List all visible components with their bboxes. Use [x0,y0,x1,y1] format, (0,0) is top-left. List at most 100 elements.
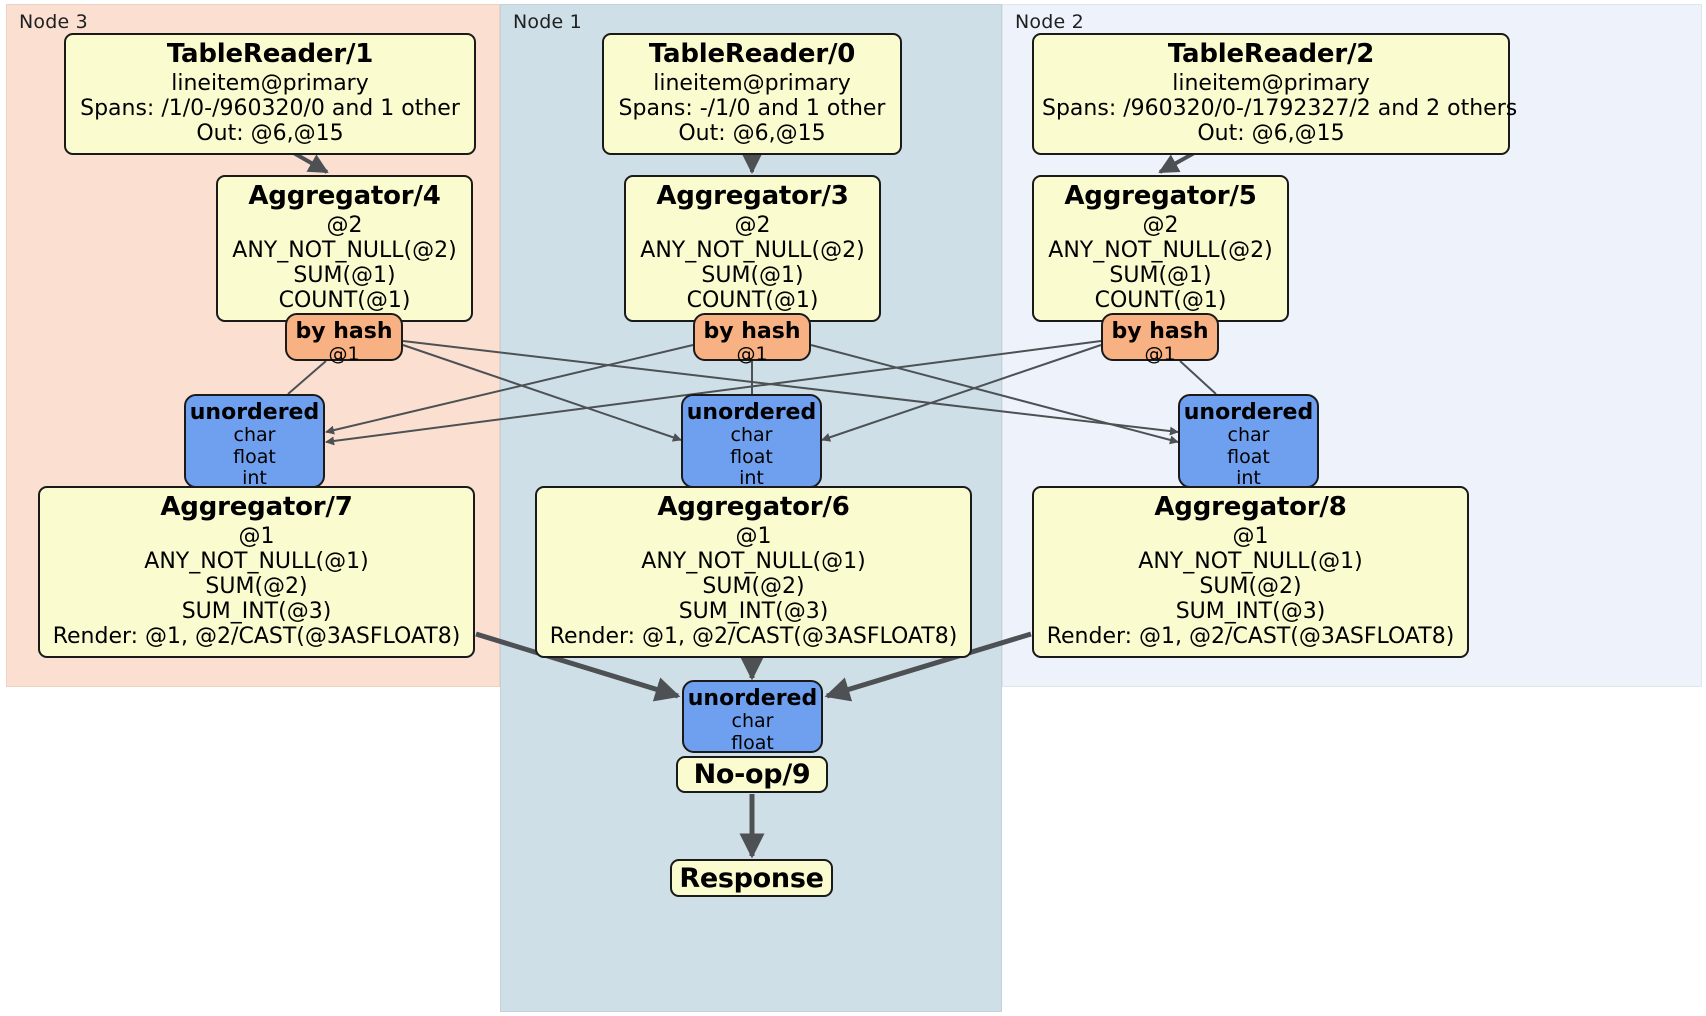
processor-detail-agg2: SUM(@2) [1199,573,1302,599]
processor-detail-table: lineitem@primary [171,70,369,96]
processor-detail-agg3: SUM_INT(@3) [1175,598,1326,624]
processor-detail-agg1: ANY_NOT_NULL(@1) [1138,548,1363,574]
processor-detail-out: Out: @6,@15 [196,120,344,146]
router-type-float: float [731,731,774,754]
router-type-int: int [1236,467,1261,490]
router-title: unordered [686,400,817,425]
processor-detail-agg3: COUNT(@1) [278,287,411,313]
processor-tablereader-0[interactable]: TableReader/0 lineitem@primary Spans: -/… [602,33,902,155]
processor-detail-out: Out: @6,@15 [678,120,826,146]
router-title: by hash [1111,319,1209,344]
edge-aggregator7-unordered-final [475,631,681,702]
processor-title: Aggregator/5 [1064,181,1257,211]
processor-detail-groupby: @2 [1142,212,1179,238]
processor-detail-agg2: SUM(@1) [701,262,804,288]
processor-aggregator-7[interactable]: Aggregator/7 @1 ANY_NOT_NULL(@1) SUM(@2)… [38,486,475,659]
router-title: unordered [189,400,320,425]
router-unordered-node2[interactable]: unordered char float int [1178,394,1319,490]
processor-aggregator-3[interactable]: Aggregator/3 @2 ANY_NOT_NULL(@2) SUM(@1)… [624,175,881,322]
processor-title: TableReader/1 [166,39,374,69]
edge-hash2-unordered6 [821,344,1102,442]
edge-hash3-unordered7 [287,360,327,395]
processor-detail-out: Out: @6,@15 [1197,120,1345,146]
processor-detail-spans: Spans: /1/0-/960320/0 and 1 other [80,95,460,121]
router-type-char: char [731,710,774,733]
processor-detail-agg3: SUM_INT(@3) [181,598,332,624]
processor-title: Aggregator/6 [657,492,850,522]
processor-tablereader-2[interactable]: TableReader/2 lineitem@primary Spans: /9… [1032,33,1518,155]
processor-detail-groupby: @1 [238,523,275,549]
router-column: @1 [1144,343,1176,366]
processor-tablereader-1[interactable]: TableReader/1 lineitem@primary Spans: /1… [64,33,476,155]
edge-hash3-unordered8 [402,340,1179,436]
processor-aggregator-5[interactable]: Aggregator/5 @2 ANY_NOT_NULL(@2) SUM(@1)… [1032,175,1289,322]
node-panel-label-node1: Node 1 [513,11,582,33]
router-unordered-node3[interactable]: unordered char float int [184,394,325,490]
processor-detail-agg1: ANY_NOT_NULL(@1) [144,548,369,574]
processor-detail-agg1: ANY_NOT_NULL(@2) [232,237,457,263]
processor-detail-agg2: SUM(@2) [205,573,308,599]
processor-detail-render: Render: @1, @2/CAST(@3ASFLOAT8) [52,623,461,649]
processor-detail-agg2: SUM(@2) [702,573,805,599]
processor-detail-agg2: SUM(@1) [293,262,396,288]
processor-title: No-op/9 [693,759,811,790]
processor-detail-render: Render: @1, @2/CAST(@3ASFLOAT8) [1046,623,1455,649]
router-title: by hash [295,319,393,344]
processor-detail-spans: Spans: -/1/0 and 1 other [618,95,886,121]
edge-hash1-unordered8 [810,344,1179,445]
processor-detail-render: Render: @1, @2/CAST(@3ASFLOAT8) [549,623,958,649]
router-column: @1 [736,343,768,366]
processor-detail-agg3: SUM_INT(@3) [678,598,829,624]
node-panel-label-node2: Node 2 [1015,11,1084,33]
processor-aggregator-8[interactable]: Aggregator/8 @1 ANY_NOT_NULL(@1) SUM(@2)… [1032,486,1469,659]
router-type-char: char [730,424,773,447]
router-type-float: float [233,445,276,468]
edge-hash2-unordered7 [325,340,1102,446]
processor-detail-agg1: ANY_NOT_NULL(@1) [641,548,866,574]
processor-title: TableReader/2 [1167,39,1375,69]
processor-detail-spans: Spans: /960320/0-/1792327/2 and 2 others [1042,95,1518,121]
router-title: by hash [703,319,801,344]
router-type-char: char [1227,424,1270,447]
processor-title: TableReader/0 [648,39,856,69]
router-type-int: int [242,467,267,490]
router-by-hash-node3[interactable]: by hash @1 [285,313,403,365]
processor-response[interactable]: Response [670,859,833,897]
router-unordered-final[interactable]: unordered char float [682,680,823,753]
router-unordered-node1[interactable]: unordered char float int [681,394,822,490]
router-column: @1 [328,343,360,366]
processor-detail-table: lineitem@primary [1172,70,1370,96]
processor-title: Aggregator/3 [656,181,849,211]
processor-title: Aggregator/7 [160,492,353,522]
processor-detail-agg1: ANY_NOT_NULL(@2) [640,237,865,263]
edge-tablereader2-aggregator5 [1158,150,1197,174]
processor-detail-groupby: @1 [735,523,772,549]
edge-aggregator8-unordered-final [824,631,1032,702]
router-type-char: char [233,424,276,447]
edge-hash1-unordered7 [325,344,694,435]
processor-aggregator-4[interactable]: Aggregator/4 @2 ANY_NOT_NULL(@2) SUM(@1)… [216,175,473,322]
processor-detail-agg1: ANY_NOT_NULL(@2) [1048,237,1273,263]
processor-title: Response [679,862,824,894]
router-by-hash-node2[interactable]: by hash @1 [1101,313,1219,365]
processor-detail-groupby: @2 [326,212,363,238]
processor-detail-agg2: SUM(@1) [1109,262,1212,288]
router-title: unordered [687,686,818,711]
edge-hash2-unordered8 [1179,360,1217,395]
router-type-float: float [1227,445,1270,468]
processor-detail-groupby: @1 [1232,523,1269,549]
router-by-hash-node1[interactable]: by hash @1 [693,313,811,365]
processor-detail-table: lineitem@primary [653,70,851,96]
processor-detail-groupby: @2 [734,212,771,238]
edge-tablereader1-aggregator4 [291,150,329,174]
processor-aggregator-6[interactable]: Aggregator/6 @1 ANY_NOT_NULL(@1) SUM(@2)… [535,486,972,659]
processor-detail-agg3: COUNT(@1) [686,287,819,313]
edge-hash3-unordered6 [402,344,682,442]
processor-noop-9[interactable]: No-op/9 [676,756,828,793]
processor-title: Aggregator/4 [248,181,441,211]
processor-detail-agg3: COUNT(@1) [1094,287,1227,313]
node-panel-label-node3: Node 3 [19,11,88,33]
router-type-int: int [739,467,764,490]
